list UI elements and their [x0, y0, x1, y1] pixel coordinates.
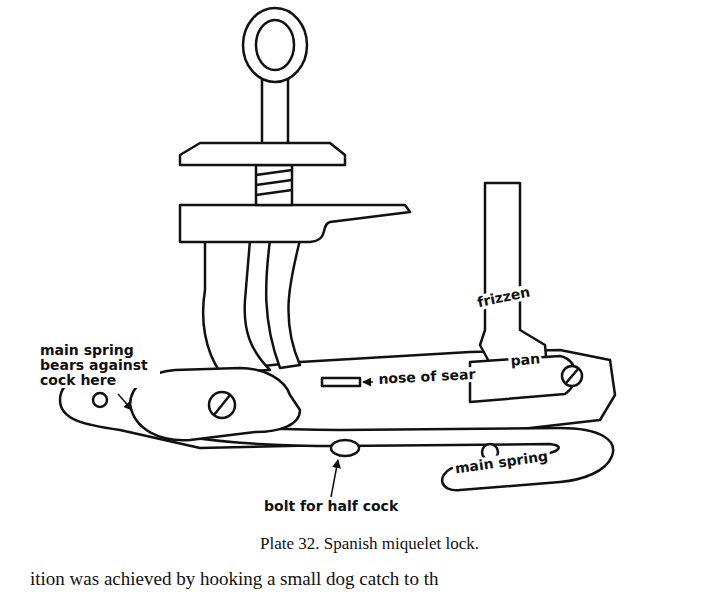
body-text: ition was achieved by hooking a small do…	[30, 568, 438, 590]
screw-thread	[256, 170, 292, 195]
figure-caption: Plate 32. Spanish miquelet lock.	[260, 534, 479, 554]
ring-hole	[256, 20, 294, 70]
leader-arrow	[118, 394, 132, 410]
part-label: main spring bears against cock here	[38, 343, 160, 388]
screw-slot	[214, 395, 230, 415]
pan-screw	[562, 366, 582, 386]
top-jaw	[180, 143, 345, 165]
jaw-screw	[256, 165, 292, 205]
screw-stem	[262, 78, 288, 144]
frizzen	[480, 183, 548, 382]
cock-neck	[203, 240, 270, 372]
screw-ring	[243, 8, 307, 82]
leader-arrow	[363, 381, 373, 383]
cock-neck-curve	[266, 240, 300, 368]
half-cock-bolt	[331, 440, 359, 456]
sear-nose	[322, 378, 360, 386]
part-label: bolt for half cock	[262, 499, 400, 514]
plate-hole	[93, 393, 107, 407]
leader-arrow	[331, 460, 338, 497]
part-label: pan	[508, 351, 543, 369]
screw-slot	[566, 369, 578, 383]
cock-screw	[209, 392, 235, 418]
lower-jaw	[180, 205, 410, 242]
